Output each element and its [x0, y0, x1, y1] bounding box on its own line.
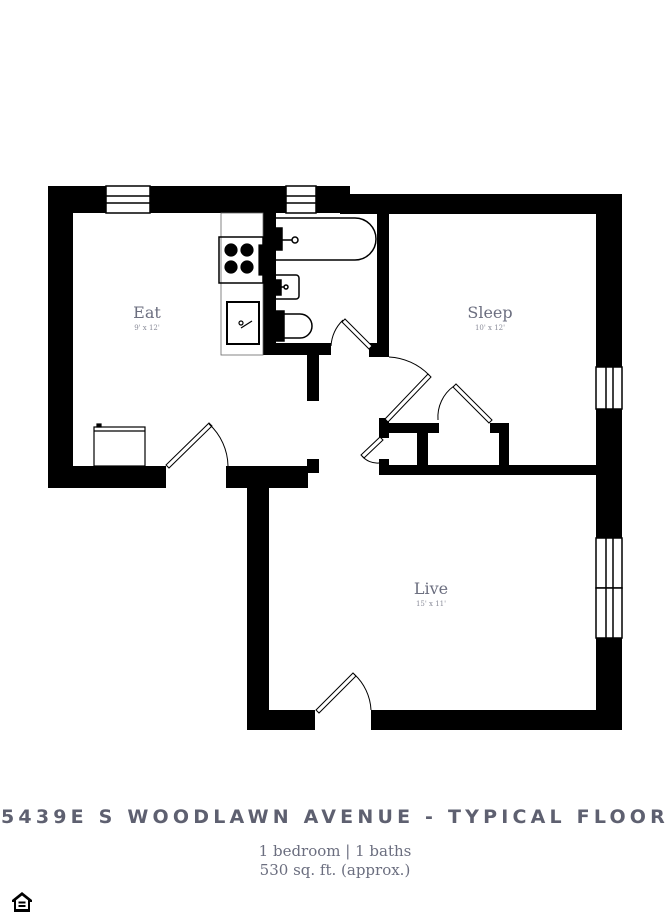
- kitchen-sink: [226, 301, 260, 345]
- walls: [48, 186, 622, 730]
- kitchen-fixtures: [93, 212, 264, 467]
- bathroom-fixtures: [275, 217, 377, 342]
- room-label-live: Live 15' x 11': [414, 579, 448, 608]
- room-label-eat: Eat 9' x 12': [133, 303, 161, 332]
- svg-text:15' x 11': 15' x 11': [416, 600, 446, 608]
- svg-text:Sleep: Sleep: [467, 303, 512, 322]
- refrigerator: [93, 426, 146, 467]
- toilet: [282, 313, 313, 339]
- window-sleep: [595, 366, 623, 410]
- svg-text:Eat: Eat: [133, 303, 161, 322]
- stove: [218, 236, 264, 284]
- floor-plan: Eat 9' x 12' Sleep 10' x 12' Live 15' x …: [48, 185, 623, 730]
- window-bath: [285, 185, 317, 214]
- kitchen-counter: [220, 212, 264, 356]
- unit-area: 530 sq. ft. (approx.): [259, 861, 411, 879]
- bathroom-sink: [276, 274, 300, 300]
- svg-text:Live: Live: [414, 579, 448, 598]
- windows: [105, 185, 623, 639]
- doors: [165, 318, 493, 714]
- unit-summary: 1 bedroom | 1 baths: [258, 842, 412, 860]
- svg-text:10' x 12': 10' x 12': [475, 324, 505, 332]
- equal-housing-opportunity-icon: [12, 892, 32, 912]
- svg-text:9' x 12': 9' x 12': [134, 324, 160, 332]
- room-label-sleep: Sleep 10' x 12': [467, 303, 512, 332]
- floor-title: 5439E S WOODLAWN AVENUE - TYPICAL FLOOR: [1, 806, 669, 828]
- window-live-2: [595, 587, 623, 639]
- window-eat: [105, 185, 151, 214]
- bathtub: [276, 217, 377, 261]
- window-live-1: [595, 537, 623, 589]
